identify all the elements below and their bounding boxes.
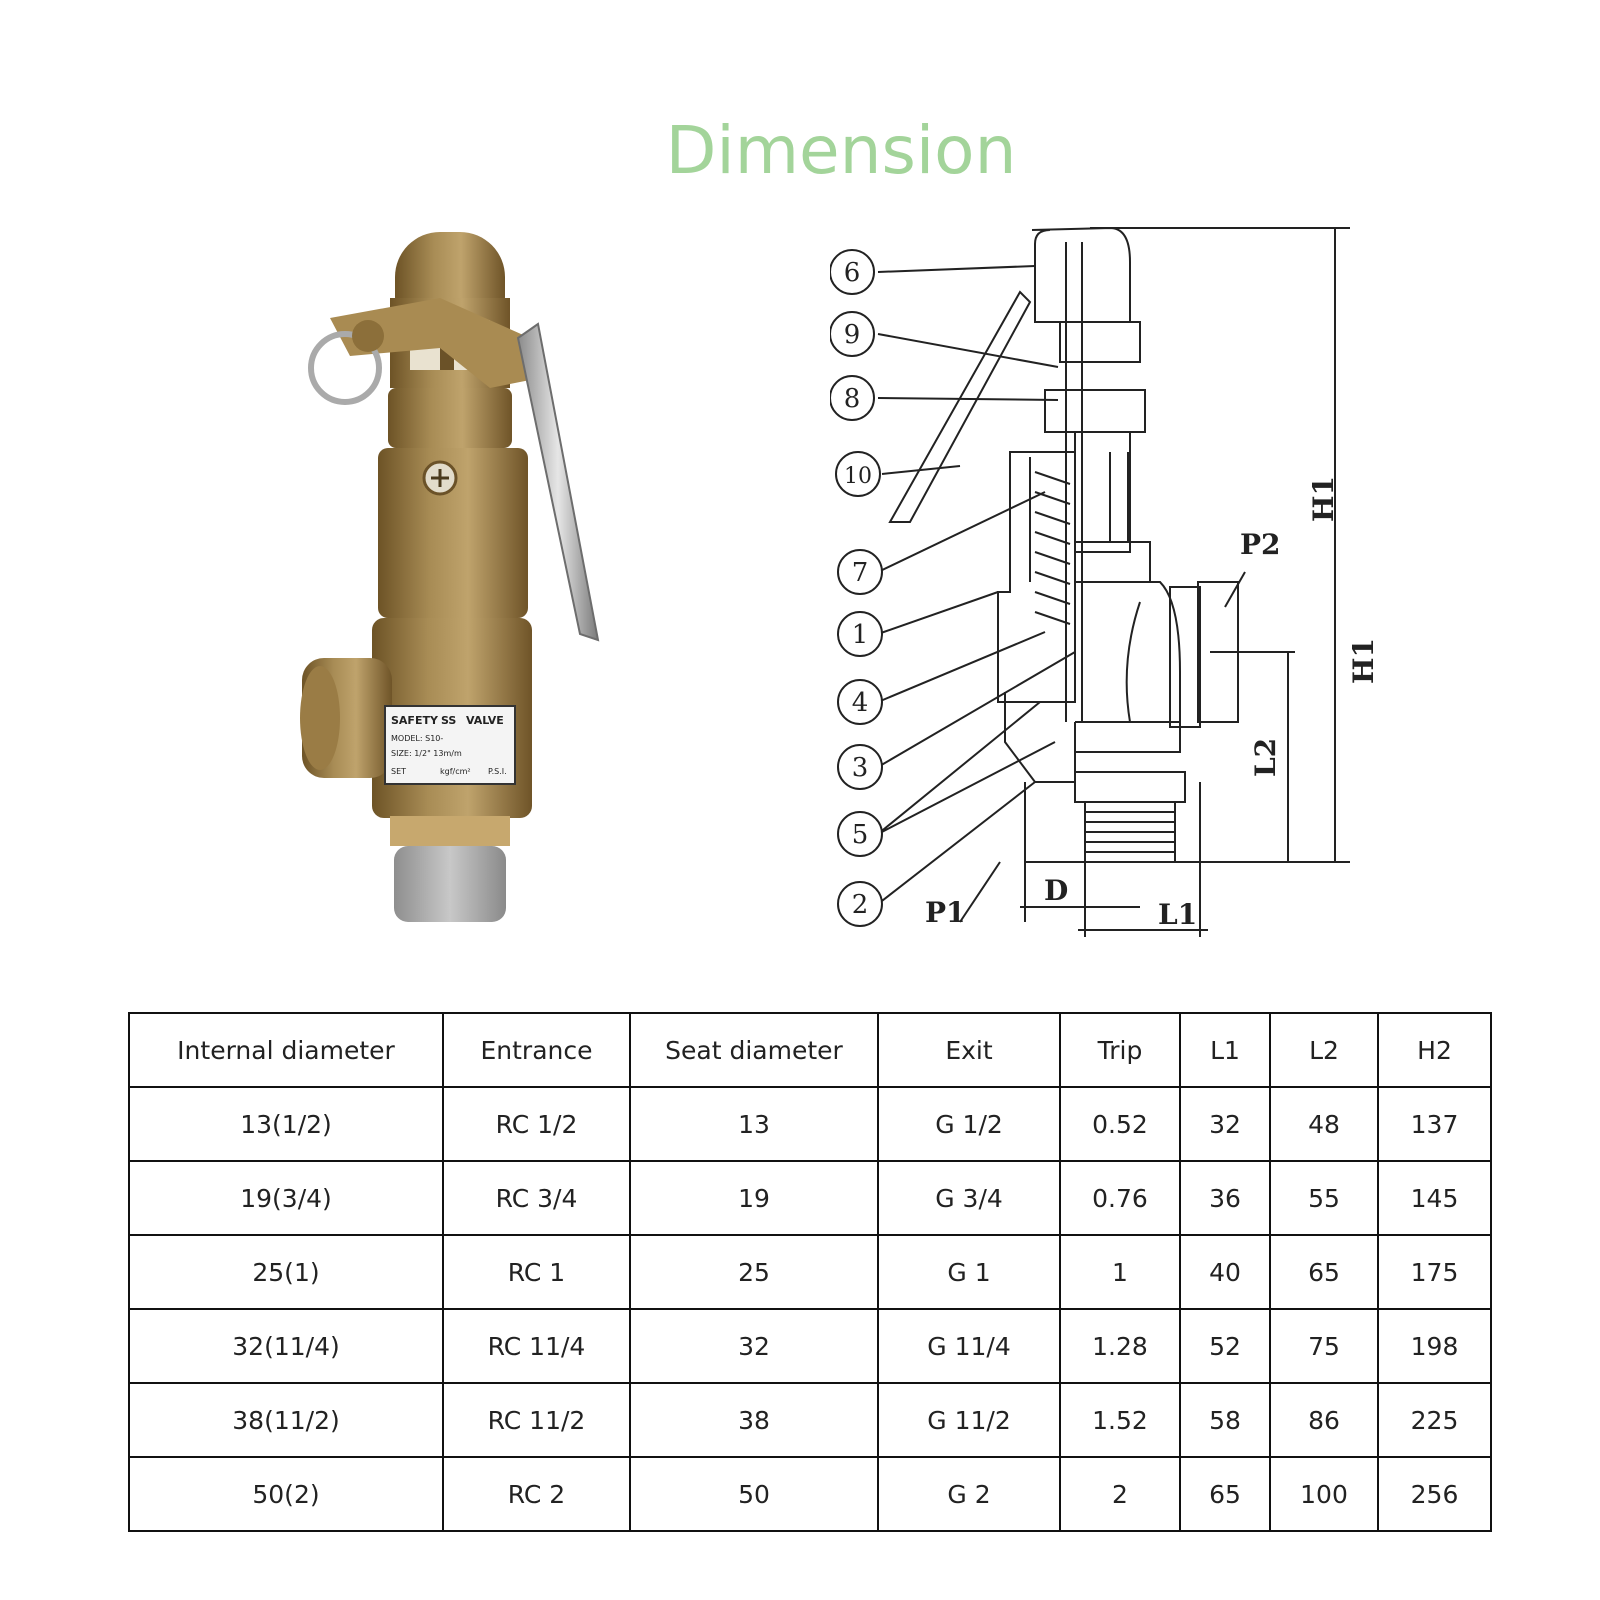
table-cell: G 1 — [877, 1234, 1061, 1310]
table-cell: 13 — [629, 1086, 879, 1162]
table-cell: 32 — [1179, 1086, 1271, 1162]
table-cell: 19 — [629, 1160, 879, 1236]
table-header-row: Internal diameter Entrance Seat diameter… — [128, 1012, 1492, 1088]
table-cell: 40 — [1179, 1234, 1271, 1310]
table-cell: G 11/2 — [877, 1382, 1061, 1458]
table-cell: 13(1/2) — [128, 1086, 444, 1162]
table-cell: 52 — [1179, 1308, 1271, 1384]
h1-upper-label: H1 — [1307, 476, 1340, 522]
table-cell: RC 3/4 — [442, 1160, 631, 1236]
table-cell: 25(1) — [128, 1234, 444, 1310]
table-cell: 1.28 — [1059, 1308, 1181, 1384]
table-cell: RC 1 — [442, 1234, 631, 1310]
callout-circles — [830, 249, 883, 927]
callout-label: 7 — [852, 558, 869, 588]
table-cell: 55 — [1269, 1160, 1379, 1236]
table-cell: 198 — [1377, 1308, 1492, 1384]
table-cell: G 1/2 — [877, 1086, 1061, 1162]
column-header: H2 — [1377, 1012, 1492, 1088]
callout-label: 4 — [852, 688, 869, 718]
nameplate-line: P.S.I. — [488, 767, 507, 776]
callout-label: 8 — [844, 384, 861, 414]
column-header: L2 — [1269, 1012, 1379, 1088]
table-cell: 50 — [629, 1456, 879, 1532]
table-cell: 32(11/4) — [128, 1308, 444, 1384]
table-cell: G 2 — [877, 1456, 1061, 1532]
dimension-table: Internal diameter Entrance Seat diameter… — [128, 1012, 1492, 1532]
nameplate-line: kgf/cm² — [440, 767, 471, 776]
callout-label: 5 — [852, 820, 869, 850]
table-cell: 19(3/4) — [128, 1160, 444, 1236]
column-header: Exit — [877, 1012, 1061, 1088]
p1-label: P1 — [925, 896, 966, 929]
nameplate-line: VALVE — [466, 714, 504, 727]
page-title: Dimension — [665, 112, 1017, 189]
nameplate-line: SS — [441, 714, 456, 727]
table-row: 25(1) RC 1 25 G 1 1 40 65 175 — [128, 1234, 1492, 1310]
table-cell: 65 — [1269, 1234, 1379, 1310]
p2-label: P2 — [1240, 528, 1281, 561]
nameplate-line: SIZE: 1/2" 13m/m — [391, 749, 462, 758]
table-row: 32(11/4) RC 11/4 32 G 11/4 1.28 52 75 19… — [128, 1308, 1492, 1384]
table-cell: 1.52 — [1059, 1382, 1181, 1458]
column-header: Trip — [1059, 1012, 1181, 1088]
table-cell: 38 — [629, 1382, 879, 1458]
table-cell: 65 — [1179, 1456, 1271, 1532]
table-cell: 50(2) — [128, 1456, 444, 1532]
table-cell: RC 2 — [442, 1456, 631, 1532]
table-cell: 75 — [1269, 1308, 1379, 1384]
table-cell: 0.52 — [1059, 1086, 1181, 1162]
table-row: 19(3/4) RC 3/4 19 G 3/4 0.76 36 55 145 — [128, 1160, 1492, 1236]
callout-label: 1 — [852, 620, 869, 650]
d-label: D — [1044, 874, 1068, 907]
column-header: L1 — [1179, 1012, 1271, 1088]
valve-photo: SAFETY SS VALVE MODEL: S10- SIZE: 1/2" 1… — [300, 232, 600, 922]
column-header: Internal diameter — [128, 1012, 444, 1088]
table-cell: 145 — [1377, 1160, 1492, 1236]
table-cell: 25 — [629, 1234, 879, 1310]
table-cell: 2 — [1059, 1456, 1181, 1532]
table-cell: RC 1/2 — [442, 1086, 631, 1162]
column-header: Seat diameter — [629, 1012, 879, 1088]
l1-label: L1 — [1158, 898, 1197, 931]
callout-label: 2 — [852, 890, 869, 920]
table-row: 38(11/2) RC 11/2 38 G 11/2 1.52 58 86 22… — [128, 1382, 1492, 1458]
table-cell: 86 — [1269, 1382, 1379, 1458]
callout-label: 10 — [844, 464, 872, 489]
table-cell: 175 — [1377, 1234, 1492, 1310]
valve-drawing: 6 9 8 10 7 1 4 3 5 2 P2 P1 D L1 L2 H1 H1 — [830, 226, 1380, 937]
table-cell: 137 — [1377, 1086, 1492, 1162]
nameplate-line: SAFETY — [391, 714, 439, 727]
table-cell: G 3/4 — [877, 1160, 1061, 1236]
table-cell: G 11/4 — [877, 1308, 1061, 1384]
column-header: Entrance — [442, 1012, 631, 1088]
callout-label: 6 — [844, 258, 861, 288]
l2-label: L2 — [1249, 738, 1282, 777]
table-cell: 48 — [1269, 1086, 1379, 1162]
table-cell: 0.76 — [1059, 1160, 1181, 1236]
table-cell: 100 — [1269, 1456, 1379, 1532]
table-cell: 1 — [1059, 1234, 1181, 1310]
table-cell: 32 — [629, 1308, 879, 1384]
callout-label: 9 — [844, 320, 861, 350]
table-cell: RC 11/2 — [442, 1382, 631, 1458]
table-row: 13(1/2) RC 1/2 13 G 1/2 0.52 32 48 137 — [128, 1086, 1492, 1162]
table-cell: 36 — [1179, 1160, 1271, 1236]
table-cell: 225 — [1377, 1382, 1492, 1458]
table-cell: RC 11/4 — [442, 1308, 631, 1384]
table-cell: 256 — [1377, 1456, 1492, 1532]
table-row: 50(2) RC 2 50 G 2 2 65 100 256 — [128, 1456, 1492, 1532]
table-cell: 58 — [1179, 1382, 1271, 1458]
nameplate-line: MODEL: S10- — [391, 734, 443, 743]
h1-lower-label: H1 — [1347, 638, 1380, 684]
callout-label: 3 — [852, 753, 869, 783]
nameplate-line: SET — [391, 767, 406, 776]
table-cell: 38(11/2) — [128, 1382, 444, 1458]
